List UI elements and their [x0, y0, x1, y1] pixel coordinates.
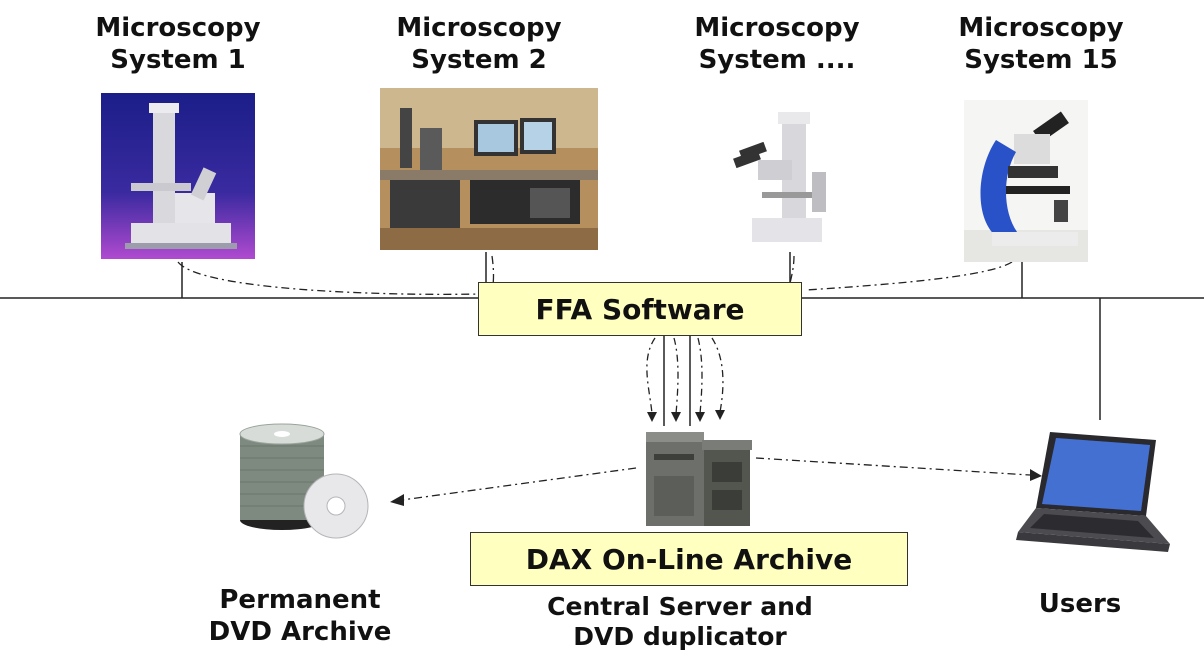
system-15-title-line1: Microscopy [958, 13, 1124, 43]
flow-system-n-to-ffa [787, 255, 795, 293]
server-label-line1: Central Server and [547, 592, 813, 621]
archive-label-line2: DVD Archive [208, 617, 392, 647]
flow-server-to-users [755, 457, 1031, 476]
flow-system-2-to-ffa [491, 255, 495, 293]
system-2-title: Microscopy System 2 [384, 12, 574, 76]
system-1-title: Microscopy System 1 [88, 12, 268, 76]
arrowhead-server-archive [390, 494, 404, 506]
system-n-title: Microscopy System .... [682, 12, 872, 76]
system-2-title-line1: Microscopy [396, 13, 562, 43]
flow-ffa-to-server-4 [711, 337, 724, 413]
permanent-archive-label: Permanent DVD Archive [190, 584, 410, 648]
ffa-software-box: FFA Software [478, 282, 802, 336]
flow-server-to-archive [401, 467, 637, 501]
microscope-2-image [380, 88, 598, 250]
microscope-n-image [722, 96, 848, 250]
dvd-spindle-icon [239, 423, 369, 539]
dax-archive-box: DAX On-Line Archive [470, 532, 908, 586]
system-15-title: Microscopy System 15 [946, 12, 1136, 76]
dax-archive-label: DAX On-Line Archive [525, 542, 853, 576]
arrowhead-ffa-server-1 [647, 412, 657, 422]
system-1-title-line1: Microscopy [95, 13, 261, 43]
system-1-title-line2: System 1 [110, 45, 246, 75]
flow-system-15-to-ffa [805, 261, 1013, 291]
server-label-line2: DVD duplicator [573, 622, 787, 651]
arrowhead-ffa-server-4 [715, 410, 725, 420]
central-server-label: Central Server and DVD duplicator [480, 592, 880, 652]
archive-label-line1: Permanent [219, 585, 381, 615]
microscope-1-image [101, 93, 255, 259]
flow-system-1-to-ffa [177, 261, 481, 296]
system-n-title-line1: Microscopy [694, 13, 860, 43]
system-2-title-line2: System 2 [411, 45, 547, 75]
flow-ffa-to-server-3 [697, 337, 703, 415]
arrowhead-ffa-server-3 [695, 412, 705, 422]
microscope-15-image [964, 100, 1088, 262]
arrowhead-server-users [1030, 469, 1042, 481]
system-15-title-line2: System 15 [964, 45, 1118, 75]
arrowhead-ffa-server-2 [671, 412, 681, 422]
server-icon [646, 432, 752, 526]
system-n-title-line2: System .... [698, 45, 856, 75]
users-label: Users [1038, 589, 1122, 619]
ffa-software-label: FFA Software [535, 292, 745, 326]
flow-ffa-to-server-2 [673, 337, 679, 415]
laptop-icon [1016, 432, 1170, 552]
flow-ffa-to-server-1 [646, 337, 656, 415]
